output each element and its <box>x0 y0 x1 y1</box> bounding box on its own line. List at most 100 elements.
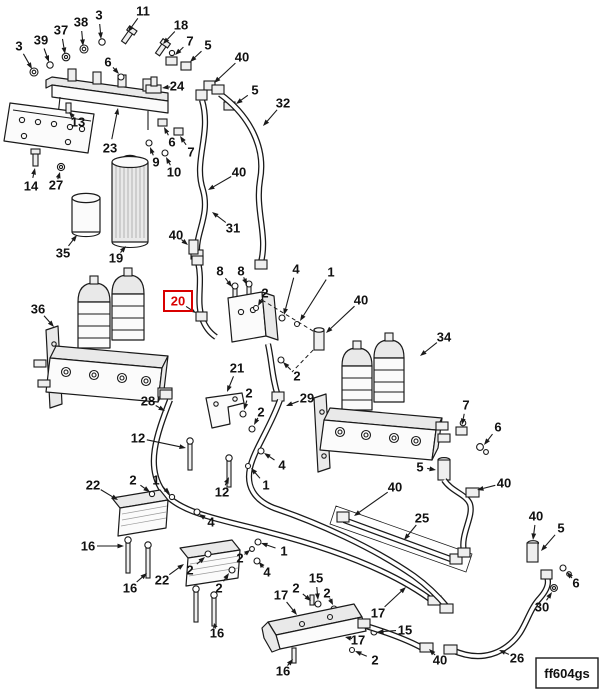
hose-29 <box>245 343 454 614</box>
svg-text:40: 40 <box>433 653 447 668</box>
part-canister <box>71 192 101 238</box>
callout-8: 8 <box>237 264 247 285</box>
callout-28: 28 <box>141 394 165 411</box>
fasteners-14-27 <box>30 148 66 172</box>
callout-1: 1 <box>152 473 170 494</box>
callout-10: 10 <box>166 157 181 180</box>
svg-text:21: 21 <box>230 361 244 376</box>
svg-text:1: 1 <box>327 265 334 280</box>
svg-text:2: 2 <box>186 563 193 578</box>
fittings-right-stack <box>437 419 489 558</box>
svg-text:17: 17 <box>371 606 385 621</box>
svg-text:5: 5 <box>557 521 564 536</box>
callout-38: 38 <box>74 15 88 46</box>
svg-text:27: 27 <box>49 178 63 193</box>
callout-5: 5 <box>236 83 259 104</box>
svg-text:6: 6 <box>572 576 579 591</box>
callout-5: 5 <box>541 521 565 551</box>
callout-1: 1 <box>261 542 288 559</box>
svg-text:17: 17 <box>274 588 288 603</box>
part-filter-assembly-left <box>33 267 173 409</box>
highlight-box <box>163 290 193 312</box>
svg-text:4: 4 <box>263 565 271 580</box>
callout-22: 22 <box>155 564 184 588</box>
clamp-hardware <box>244 447 378 654</box>
callout-19: 19 <box>109 246 126 266</box>
callout-26: 26 <box>499 650 524 666</box>
callout-23: 23 <box>103 108 120 156</box>
figure-code-box: ff604gs <box>535 657 599 689</box>
callout-25: 25 <box>404 511 429 540</box>
callout-1: 1 <box>300 265 335 321</box>
svg-text:16: 16 <box>81 539 95 554</box>
svg-text:32: 32 <box>276 96 290 111</box>
figure-code: ff604gs <box>544 666 590 681</box>
callout-17: 17 <box>371 587 406 621</box>
svg-text:40: 40 <box>354 293 368 308</box>
callout-2: 2 <box>258 286 269 306</box>
svg-text:1: 1 <box>262 478 269 493</box>
callout-17: 17 <box>345 633 365 648</box>
svg-text:19: 19 <box>109 251 123 266</box>
bracket-21 <box>186 392 256 488</box>
hose-32 <box>211 84 268 270</box>
svg-text:8: 8 <box>237 264 244 279</box>
bracket-bottom <box>261 594 434 664</box>
fasteners-upper-left <box>29 25 172 114</box>
svg-text:31: 31 <box>226 221 240 236</box>
callout-14: 14 <box>24 168 39 194</box>
callout-22: 22 <box>86 478 118 500</box>
svg-text:2: 2 <box>292 581 299 596</box>
coolers-22 <box>111 489 241 627</box>
callout-2: 2 <box>292 581 311 601</box>
callout-40: 40 <box>208 165 246 190</box>
svg-text:8: 8 <box>216 264 223 279</box>
svg-text:28: 28 <box>141 394 155 409</box>
callout-29: 29 <box>286 391 314 406</box>
callout-16: 16 <box>210 623 224 641</box>
svg-text:7: 7 <box>187 145 194 160</box>
svg-text:2: 2 <box>245 386 252 401</box>
svg-text:16: 16 <box>123 581 137 596</box>
callout-15: 15 <box>377 623 412 638</box>
svg-text:15: 15 <box>398 623 412 638</box>
callout-8: 8 <box>216 264 232 287</box>
svg-text:1: 1 <box>152 473 159 488</box>
svg-text:10: 10 <box>167 165 181 180</box>
callout-6: 6 <box>164 127 176 150</box>
callout-27: 27 <box>49 172 63 193</box>
svg-text:5: 5 <box>204 38 211 53</box>
callout-4: 4 <box>259 562 271 580</box>
callout-12: 12 <box>215 477 229 500</box>
callout-2: 2 <box>283 362 301 384</box>
callout-34: 34 <box>420 330 452 356</box>
callout-2: 2 <box>243 386 253 410</box>
svg-text:2: 2 <box>129 473 136 488</box>
svg-text:36: 36 <box>31 302 45 317</box>
callout-40: 40 <box>529 509 543 540</box>
svg-text:4: 4 <box>292 262 300 277</box>
callout-2: 2 <box>254 405 265 425</box>
callout-18: 18 <box>163 18 188 44</box>
callout-36: 36 <box>31 302 54 327</box>
callout-15: 15 <box>309 571 323 600</box>
hose-20 <box>188 239 218 340</box>
svg-text:40: 40 <box>529 509 543 524</box>
svg-text:13: 13 <box>71 115 85 130</box>
callout-7: 7 <box>175 34 194 55</box>
svg-text:2: 2 <box>371 653 378 668</box>
callout-40: 40 <box>354 480 402 516</box>
callout-1: 1 <box>251 468 270 493</box>
part-filter-element <box>111 154 149 249</box>
callout-2: 2 <box>186 557 205 578</box>
svg-text:2: 2 <box>236 551 243 566</box>
svg-text:17: 17 <box>351 633 365 648</box>
svg-text:38: 38 <box>74 15 88 30</box>
svg-text:2: 2 <box>293 369 300 384</box>
hose-31 <box>190 80 216 260</box>
svg-text:34: 34 <box>437 330 452 345</box>
svg-text:37: 37 <box>54 23 68 38</box>
